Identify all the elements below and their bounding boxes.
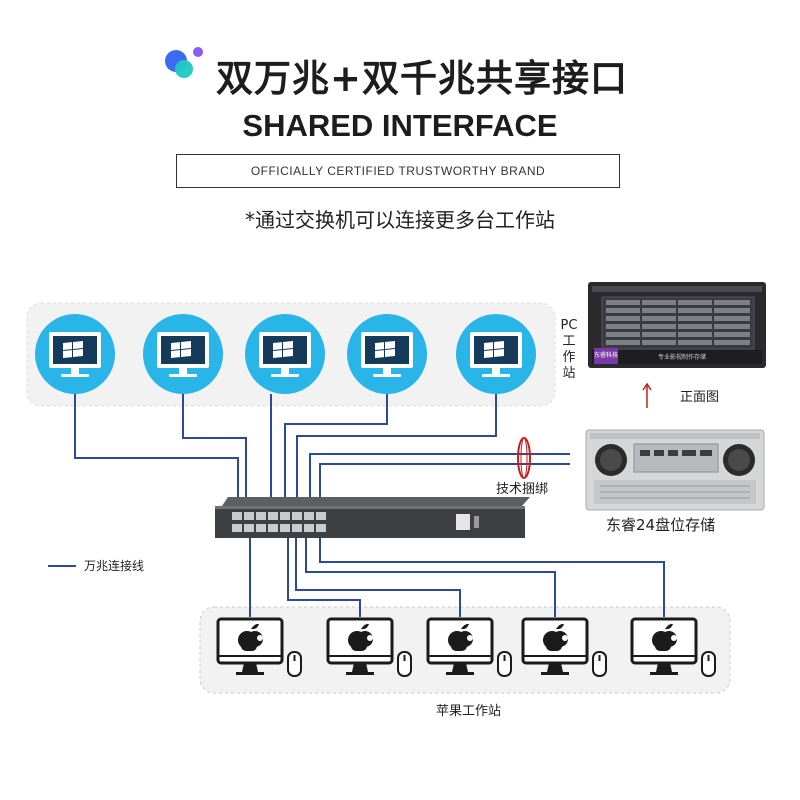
network-switch bbox=[215, 497, 530, 538]
legend: 万兆连接线 bbox=[48, 557, 144, 574]
legend-label: 万兆连接线 bbox=[84, 559, 145, 573]
cable-binding-label: 技术捆绑 bbox=[496, 482, 549, 497]
page-subtitle: SHARED INTERFACE bbox=[242, 108, 558, 143]
front-view-label: 正面图 bbox=[680, 390, 720, 405]
storage-panel-logo: 东睿科技 bbox=[594, 352, 619, 359]
storage-panel-label: 专业影视制作存储 bbox=[658, 354, 707, 361]
pc-workstation-icon bbox=[347, 314, 427, 394]
mac-workstation-label: 苹果工作站 bbox=[436, 704, 502, 719]
storage-front-image bbox=[588, 282, 766, 368]
brand-logo-icon bbox=[165, 47, 203, 78]
cable-lines bbox=[74, 394, 665, 617]
pc-workstation-label: PC工作站 bbox=[560, 318, 578, 381]
pc-workstation-icon bbox=[35, 314, 115, 394]
pc-workstation-icon bbox=[456, 314, 536, 394]
brand-badge: OFFICIALLY CERTIFIED TRUSTWORTHY BRAND bbox=[176, 154, 620, 188]
switch-note: *通过交换机可以连接更多台工作站 bbox=[245, 208, 555, 232]
cable-binding-ring bbox=[517, 437, 531, 479]
arrow-up-icon bbox=[642, 382, 652, 408]
page-title: 双万兆+双千兆共享接口 bbox=[216, 57, 629, 100]
legend-line-swatch bbox=[48, 564, 76, 567]
pc-workstation-icon bbox=[245, 314, 325, 394]
pc-workstation-icon bbox=[143, 314, 223, 394]
storage-label: 东睿24盘位存储 bbox=[606, 516, 716, 534]
storage-rear-image bbox=[585, 429, 765, 511]
